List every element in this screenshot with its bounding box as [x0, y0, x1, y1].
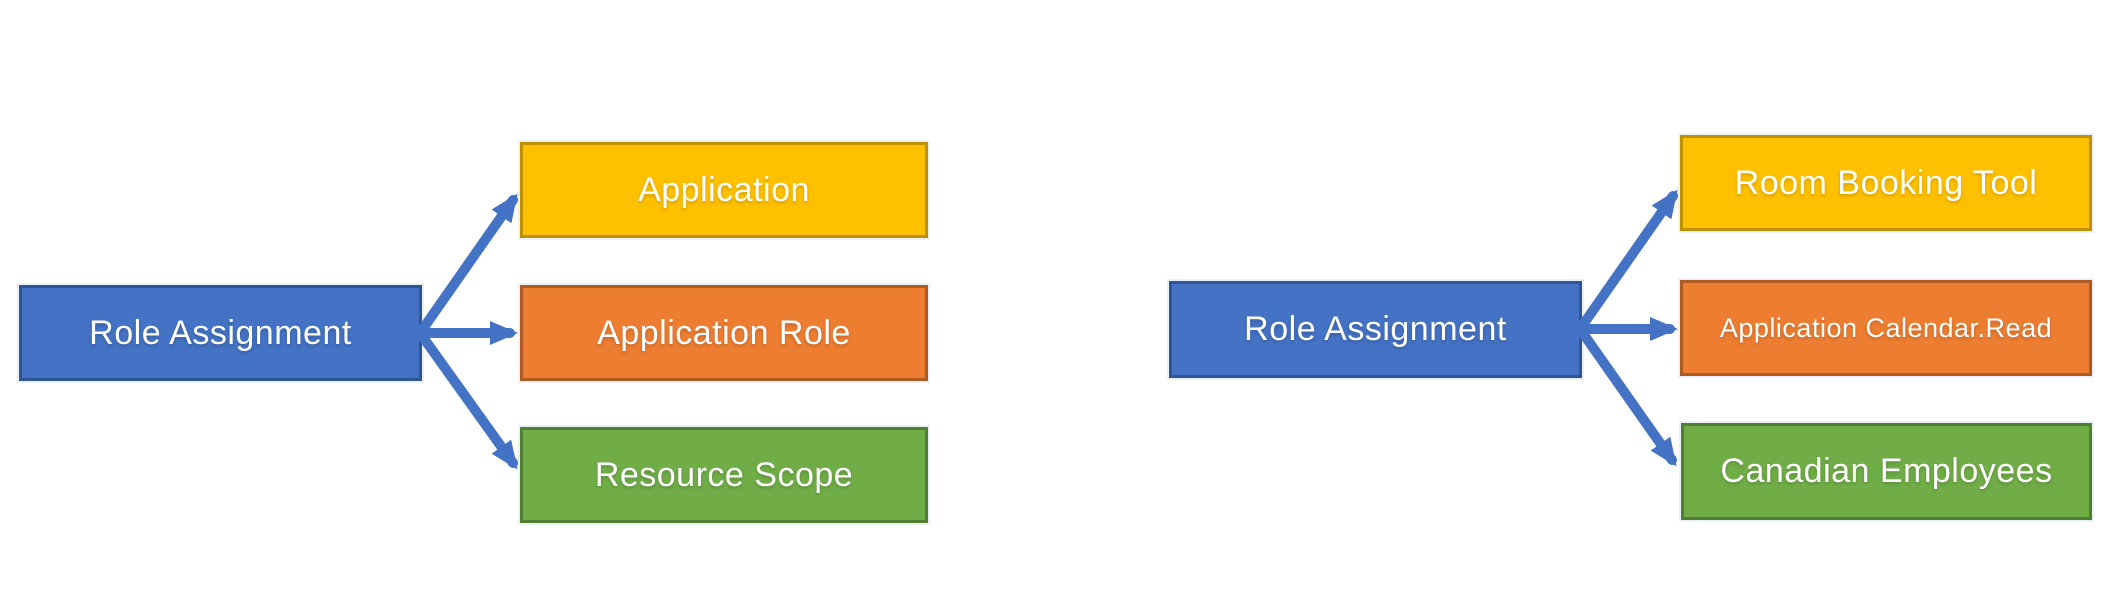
box-label: Application Role — [597, 313, 851, 352]
role-assignment-box: Role Assignment — [1169, 281, 1582, 378]
box-label: Role Assignment — [1244, 310, 1507, 348]
application-calendar-read-box: Application Calendar.Read — [1680, 280, 2092, 376]
canadian-employees-box: Canadian Employees — [1681, 423, 2092, 520]
application-box: Application — [520, 142, 928, 238]
box-label: Application — [638, 170, 810, 209]
arrow-bottom-icon — [1575, 324, 1677, 467]
box-label: Role Assignment — [89, 313, 352, 352]
box-label: Canadian Employees — [1720, 452, 2053, 490]
fan-arrows — [415, 193, 518, 470]
arrow-bottom-icon — [415, 328, 518, 470]
arrow-top-icon — [1575, 189, 1678, 334]
box-label: Room Booking Tool — [1734, 163, 2038, 202]
role-assignment-box: Role Assignment — [19, 285, 422, 381]
room-booking-tool-box: Room Booking Tool — [1680, 135, 2092, 231]
resource-scope-box: Resource Scope — [520, 427, 928, 523]
box-label: Resource Scope — [594, 455, 854, 494]
fan-arrows — [1575, 189, 1678, 467]
arrow-top-icon — [415, 193, 518, 338]
box-label: Application Calendar.Read — [1719, 312, 2053, 343]
application-role-box: Application Role — [520, 285, 928, 381]
